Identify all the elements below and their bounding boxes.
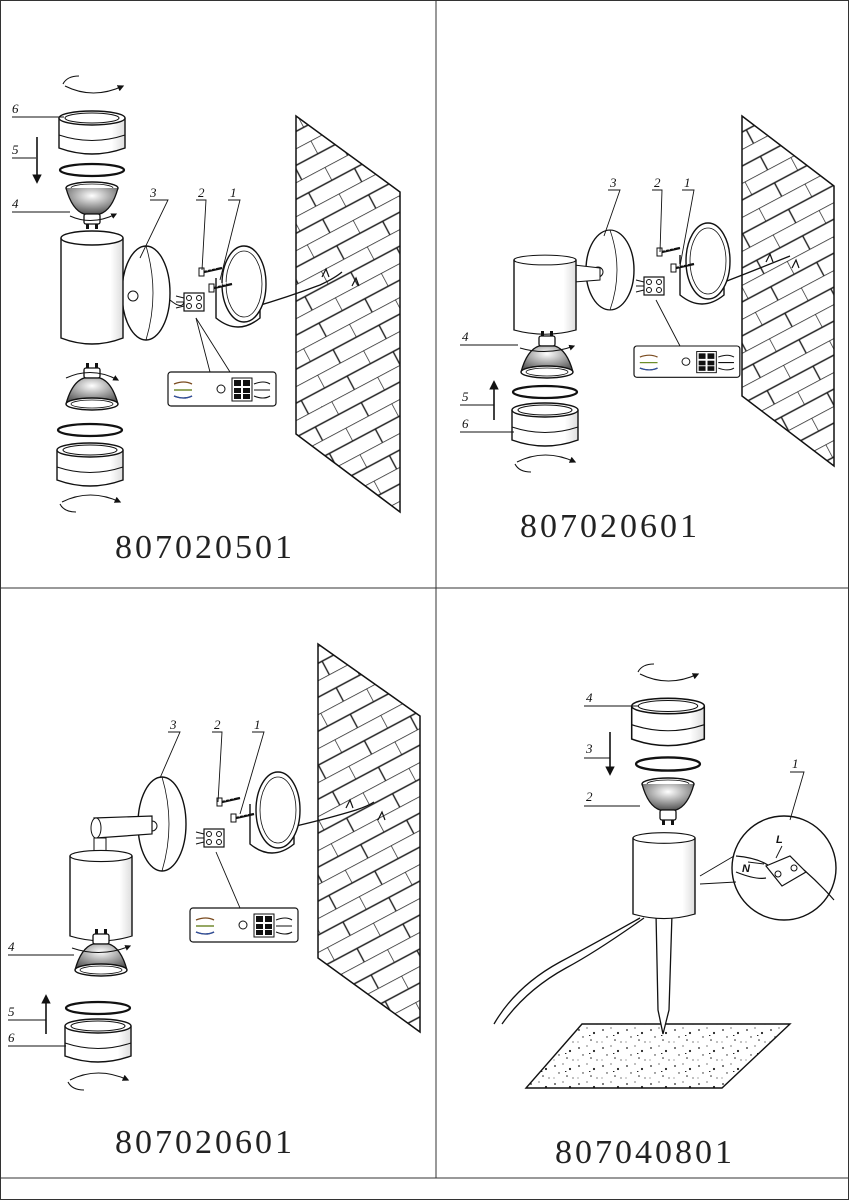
rotate-arrow-icon	[63, 76, 123, 93]
callout-5: 5	[462, 389, 469, 404]
brick-wall	[741, 114, 835, 468]
callout-3: 3	[609, 175, 617, 190]
callout-3: 3	[169, 717, 177, 732]
mains-cable	[493, 917, 641, 1025]
end-cap	[511, 402, 579, 447]
terminal-block	[175, 292, 205, 312]
panel-807020601-a: 4 5 6 3 2 1 807020601	[460, 114, 835, 545]
wire-label-n: N	[742, 863, 751, 875]
callout-2: 2	[586, 789, 593, 804]
lamp-body	[513, 254, 577, 335]
rotate-arrow-icon	[515, 455, 575, 472]
product-code: 807020601	[115, 1124, 295, 1161]
callout-4: 4	[586, 690, 593, 705]
callout-6: 6	[462, 416, 469, 431]
product-code: 807020501	[115, 529, 295, 566]
panel-807020601-b: 4 5 6 3 2 1 807020601	[8, 642, 421, 1161]
rotate-arrow-icon	[638, 664, 698, 681]
wire-label-l: L	[776, 834, 783, 846]
seal-ring	[511, 384, 579, 400]
end-cap	[56, 442, 124, 487]
product-code: 807040801	[555, 1134, 735, 1171]
brick-wall	[317, 642, 421, 1034]
swivel-arm	[93, 815, 153, 839]
screw-icon	[215, 794, 242, 808]
callout-5: 5	[12, 142, 19, 157]
lamp-body	[60, 230, 124, 345]
lamp-body	[632, 831, 696, 920]
end-cap	[58, 110, 126, 155]
callout-6: 6	[8, 1030, 15, 1045]
ground-spike	[655, 913, 673, 1035]
callout-leaders	[584, 705, 805, 821]
gu10-bulb	[641, 777, 695, 826]
terminal-block	[195, 828, 225, 848]
lamp-body	[69, 849, 133, 942]
callout-leaders	[12, 116, 241, 373]
wiring-card	[167, 371, 277, 407]
wiring-card	[633, 345, 741, 378]
callout-5: 5	[8, 1004, 15, 1019]
rotate-arrow-icon	[60, 495, 120, 512]
callout-1: 1	[254, 717, 261, 732]
callout-2: 2	[198, 185, 205, 200]
seal-ring	[64, 1000, 132, 1016]
callout-2: 2	[654, 175, 661, 190]
product-code: 807020601	[520, 508, 700, 545]
seal-ring	[58, 162, 126, 178]
seal-ring	[634, 756, 702, 772]
brick-wall	[295, 114, 401, 514]
gravel-ground	[524, 1023, 792, 1089]
gu10-bulb	[65, 181, 119, 230]
wiring-card	[189, 907, 299, 943]
wall-anchor-icon	[345, 798, 386, 821]
callout-leaders	[460, 189, 695, 433]
callout-4: 4	[12, 196, 19, 211]
callout-4: 4	[462, 329, 469, 344]
wall-anchor-icon	[321, 267, 360, 287]
seal-ring	[56, 422, 124, 438]
end-cap	[64, 1018, 132, 1063]
callout-3: 3	[149, 185, 157, 200]
callout-3: 3	[585, 741, 593, 756]
callout-1: 1	[792, 756, 799, 771]
gu10-bulb	[65, 362, 119, 411]
callout-1: 1	[684, 175, 691, 190]
rotate-arrow-icon	[68, 1073, 128, 1090]
end-cap	[630, 697, 706, 747]
wall-anchor-icon	[765, 252, 800, 269]
panel-807020501: 6 5 4 3 2 1 807020501	[12, 76, 401, 566]
terminal-block	[635, 276, 665, 296]
mains-cable	[295, 801, 375, 827]
gu10-bulb	[520, 330, 574, 379]
callout-2: 2	[214, 717, 221, 732]
callout-6: 6	[12, 101, 19, 116]
junction-box	[249, 771, 301, 854]
callout-4: 4	[8, 939, 15, 954]
callout-leaders	[8, 731, 265, 1047]
callout-1: 1	[230, 185, 237, 200]
panel-807040801: 4 3 2 1 L N 807040801	[493, 664, 837, 1171]
